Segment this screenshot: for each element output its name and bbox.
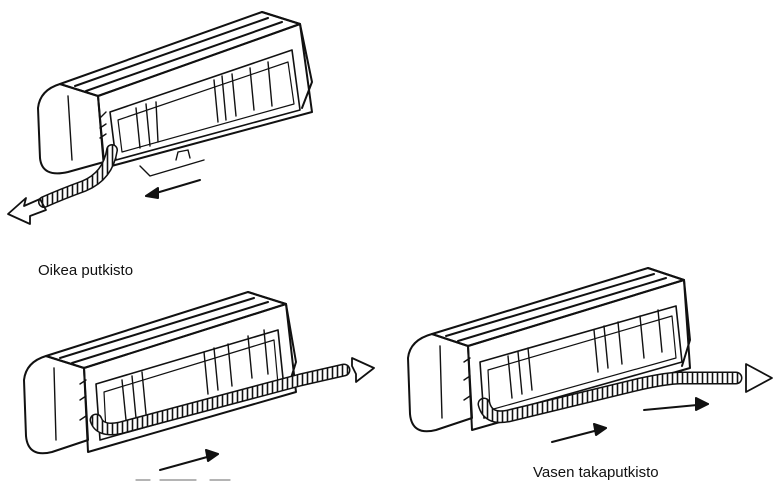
arrow-icon <box>7 197 47 225</box>
ac-unit-bottom-left <box>23 291 297 455</box>
ac-unit-top <box>37 11 313 177</box>
arrow-icon <box>643 397 709 411</box>
arrow-icon <box>351 357 375 383</box>
arrow-icon <box>145 179 201 199</box>
arrow-icon <box>159 449 219 471</box>
arrow-icon <box>551 423 607 443</box>
caption-left-back-piping: Vasen takaputkisto <box>533 464 659 481</box>
arrow-icon <box>745 363 773 393</box>
caption-right-piping: Oikea putkisto <box>38 262 134 279</box>
